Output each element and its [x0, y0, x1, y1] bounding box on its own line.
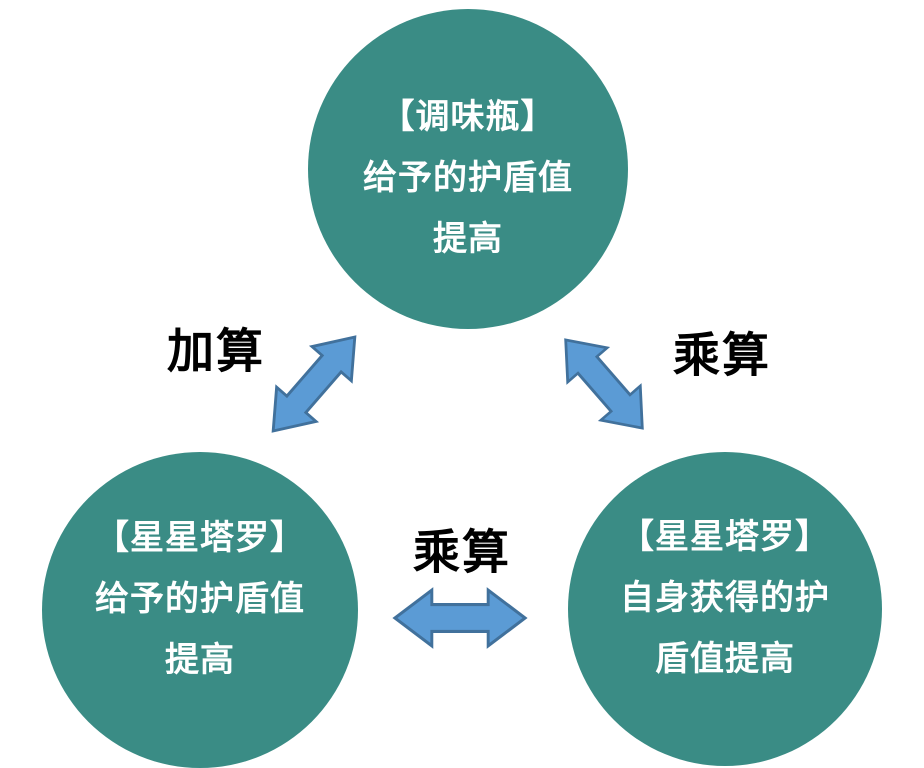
node-line: 给予的护盾值 [95, 580, 305, 618]
double-arrow-shape [392, 587, 528, 649]
node-line: 【调味瓶】 [380, 98, 556, 136]
node-text-block: 【星星塔罗】 自身获得的护 盾值提高 [620, 507, 830, 690]
double-arrow-bottom-icon [392, 587, 528, 649]
node-line: 盾值提高 [655, 640, 795, 678]
double-arrow-shape [271, 335, 357, 433]
node-text-block: 【星星塔罗】 给予的护盾值 提高 [95, 508, 305, 691]
node-line: 给予的护盾值 [363, 159, 573, 197]
node-line: 提高 [433, 220, 503, 258]
edge-label-multiplication-right: 乘算 [673, 330, 771, 383]
node-line: 自身获得的护 [620, 579, 830, 617]
double-arrow-shape [564, 338, 644, 430]
edge-label-multiplication-bottom: 乘算 [413, 527, 511, 580]
node-seasoning-bottle: 【调味瓶】 给予的护盾值 提高 [308, 9, 628, 329]
double-arrow-left-icon [271, 335, 357, 433]
edge-label-addition: 加算 [167, 326, 265, 379]
double-arrow-right-icon [564, 338, 644, 430]
node-line: 【星星塔罗】 [620, 518, 830, 556]
node-star-tarot-self: 【星星塔罗】 自身获得的护 盾值提高 [568, 452, 882, 766]
node-star-tarot-given: 【星星塔罗】 给予的护盾值 提高 [42, 452, 358, 768]
node-text-block: 【调味瓶】 给予的护盾值 提高 [363, 87, 573, 270]
node-line: 【星星塔罗】 [95, 519, 305, 557]
node-line: 提高 [165, 641, 235, 679]
